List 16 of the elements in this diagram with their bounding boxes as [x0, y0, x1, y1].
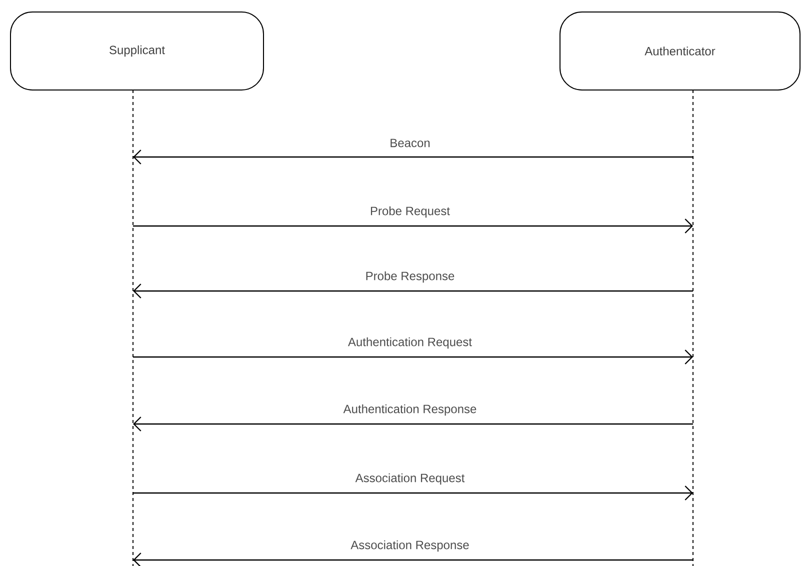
arrow — [133, 350, 693, 364]
edge-label: Association Request — [354, 472, 466, 486]
edge-label: Probe Response — [364, 270, 456, 284]
participant-box: Supplicant — [10, 12, 264, 90]
arrow — [133, 416, 693, 432]
arrow — [133, 486, 693, 500]
edge-label: Probe Request — [368, 205, 452, 219]
arrow — [133, 552, 693, 566]
edge-label: Authentication Response — [342, 403, 478, 417]
arrow — [133, 218, 693, 234]
arrow — [133, 284, 693, 298]
arrow — [133, 150, 693, 164]
edge-label: Beacon — [388, 138, 432, 148]
edge-label: Authentication Request — [346, 336, 474, 350]
edge-label: Association Response — [350, 539, 470, 553]
participant-box: Authenticator — [560, 12, 800, 90]
